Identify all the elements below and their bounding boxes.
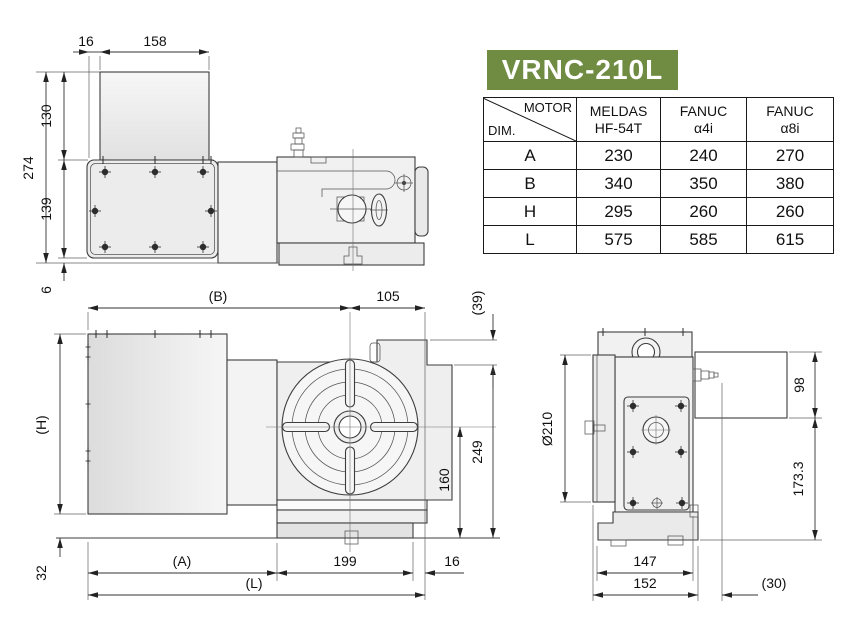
table-header-row: MOTOR DIM. MELDAS HF-54T FANUC α4i FANUC… — [483, 97, 834, 142]
dim-label: Ø210 — [539, 412, 555, 446]
mount-plate-inner — [90, 163, 215, 255]
row-dim-cell: A — [483, 141, 577, 170]
foot-notch — [667, 535, 684, 546]
stop-tab — [369, 342, 381, 363]
motor-cover — [99, 71, 210, 161]
table-cell: 230 — [576, 141, 661, 170]
dim-label: 160 — [436, 468, 452, 492]
grease-nipple-side — [692, 368, 719, 382]
model-title-text: VRNC-210L — [501, 54, 664, 85]
dim-label: 147 — [633, 553, 657, 569]
dim-label: 98 — [791, 377, 807, 393]
base-plate-top — [278, 242, 425, 266]
dim-label: 274 — [20, 156, 36, 180]
housing-flange — [276, 499, 428, 511]
dim-label: 32 — [33, 565, 49, 581]
dim-label: 16 — [78, 33, 94, 49]
dim-label: 249 — [469, 440, 485, 464]
t-slot-key — [343, 246, 363, 265]
motor-body — [87, 333, 228, 515]
dim-label: (30) — [762, 575, 787, 591]
dim-label: 173.3 — [790, 461, 806, 496]
table-row: L 575 585 615 — [483, 225, 834, 254]
bolt-plate — [623, 396, 690, 511]
dim-label: (L) — [245, 575, 262, 591]
table-row: B 340 350 380 — [483, 169, 834, 198]
side-view-drawing: Ø210 98 173.3 147 152 (30) — [539, 327, 822, 601]
corner-dim-label: DIM. — [488, 123, 516, 139]
col-header-meldas: MELDAS HF-54T — [576, 97, 661, 142]
model-title: VRNC-210L — [487, 50, 678, 90]
table-row: H 295 260 260 — [483, 197, 834, 226]
dim-label: (B) — [209, 288, 228, 304]
row-dim-cell: L — [483, 225, 577, 254]
table-cell: 270 — [746, 141, 834, 170]
t-slot-section — [593, 424, 606, 432]
foot-notch — [610, 539, 627, 547]
col-header-fanuc-a4i: FANUC α4i — [660, 97, 747, 142]
table-row: A 230 240 270 — [483, 141, 834, 170]
top-notch — [310, 156, 327, 164]
table-cell: 350 — [660, 169, 747, 198]
motor-outline-phantom — [694, 351, 788, 419]
dim-label: (H) — [33, 415, 49, 434]
saddle — [276, 509, 428, 524]
dim-label: 158 — [143, 33, 167, 49]
dim-label: 130 — [38, 104, 54, 128]
dim-label: 16 — [444, 553, 460, 569]
table-cell: 260 — [746, 197, 834, 226]
front-view-drawing: (B) 105 (39) 249 160 (H) 32 (A) 199 16 (… — [33, 288, 500, 600]
table-corner-cell: MOTOR DIM. — [483, 97, 577, 142]
gear-body — [217, 161, 278, 264]
grease-nipple-top — [290, 127, 305, 158]
table-cell: 380 — [746, 169, 834, 198]
dim-label: 139 — [38, 197, 54, 221]
table-cell: 260 — [660, 197, 747, 226]
table-cell: 585 — [660, 225, 747, 254]
table-cell: 240 — [660, 141, 747, 170]
top-view-drawing: 16 158 274 130 139 6 — [20, 33, 429, 294]
table-cell: 575 — [576, 225, 661, 254]
table-cell: 295 — [576, 197, 661, 226]
dim-label: (39) — [469, 291, 485, 316]
dim-label: 6 — [38, 286, 54, 294]
row-dim-cell: H — [483, 197, 577, 226]
side-tab — [689, 504, 699, 518]
connector-body — [226, 359, 278, 506]
groove-contour — [277, 170, 396, 197]
table-cell: 340 — [576, 169, 661, 198]
dimension-table: MOTOR DIM. MELDAS HF-54T FANUC α4i FANUC… — [483, 97, 834, 254]
dim-label: 105 — [376, 288, 400, 304]
col-header-fanuc-a8i: FANUC α8i — [746, 97, 834, 142]
dim-label: 152 — [633, 575, 657, 591]
dim-label: (A) — [173, 553, 192, 569]
platter-side — [592, 354, 616, 503]
table-cell: 615 — [746, 225, 834, 254]
dim-label: 199 — [333, 553, 357, 569]
corner-motor-label: MOTOR — [523, 100, 572, 115]
row-dim-cell: B — [483, 169, 577, 198]
end-cap — [414, 166, 429, 237]
